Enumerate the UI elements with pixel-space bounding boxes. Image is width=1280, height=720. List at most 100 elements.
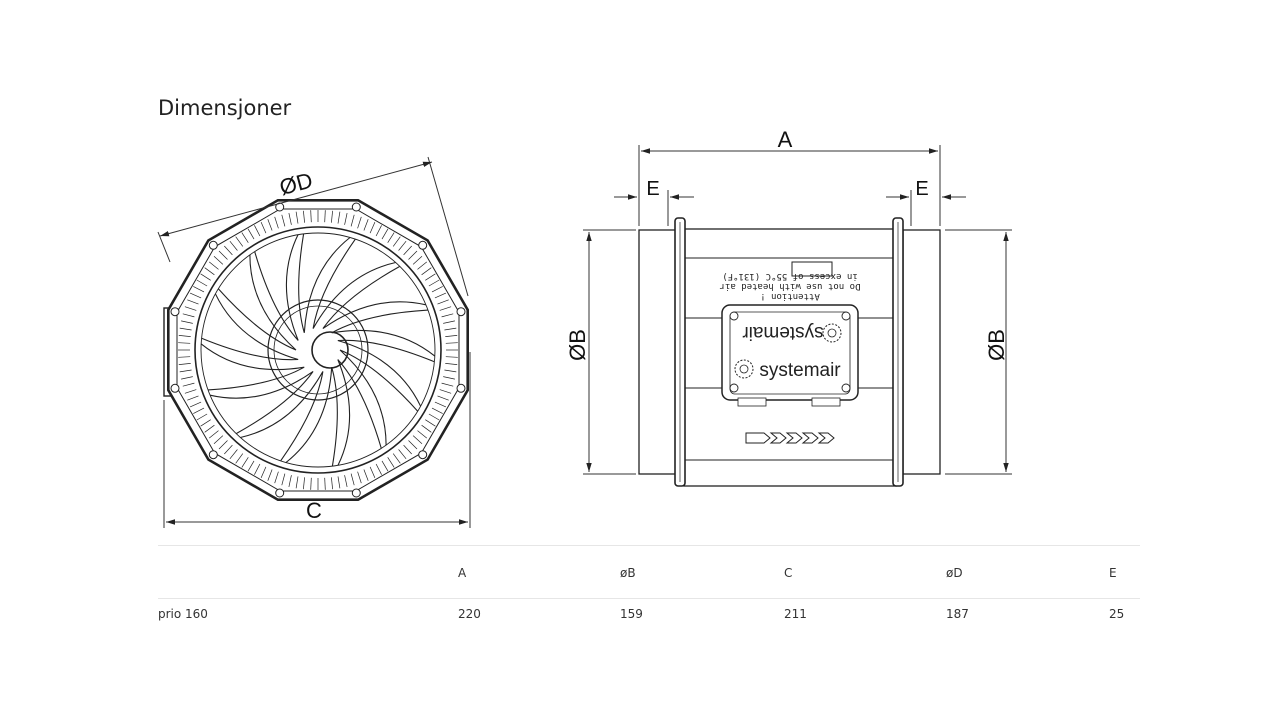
rim-tick bbox=[434, 292, 447, 299]
front-dimension-lines bbox=[157, 156, 471, 528]
rim-tick bbox=[310, 477, 312, 490]
bolt bbox=[456, 383, 466, 393]
rim-tick bbox=[357, 471, 362, 484]
rim-tick bbox=[398, 240, 407, 251]
rim-tick bbox=[363, 469, 369, 481]
rim-tick bbox=[189, 292, 202, 299]
fan-blade bbox=[312, 238, 396, 329]
rim-tick bbox=[408, 440, 418, 450]
rim-tick bbox=[178, 356, 191, 358]
rim-tick bbox=[443, 320, 455, 324]
fan-blade bbox=[331, 309, 436, 357]
rim-tick bbox=[204, 424, 215, 433]
bolt bbox=[418, 240, 428, 250]
bolt bbox=[170, 307, 180, 317]
rim-tick bbox=[403, 444, 412, 455]
rim-tick bbox=[213, 435, 224, 444]
rim-tick bbox=[184, 306, 197, 311]
table-header-e: E bbox=[1109, 566, 1117, 580]
rim-tick bbox=[193, 407, 205, 414]
rim-tick bbox=[288, 475, 292, 487]
fan-blade bbox=[201, 293, 299, 361]
rim-tick bbox=[387, 457, 395, 468]
rim-tick bbox=[189, 401, 202, 408]
rim-tick bbox=[324, 477, 326, 490]
rim-tick bbox=[434, 401, 447, 408]
rim-tick bbox=[196, 413, 208, 421]
rim-tick bbox=[229, 449, 238, 460]
table-cell-b: 159 bbox=[620, 607, 643, 621]
dimension-label-b-left: ØB bbox=[565, 329, 590, 361]
table-row-divider bbox=[158, 598, 1140, 599]
fan-blade bbox=[217, 254, 297, 351]
rim-tick bbox=[229, 240, 238, 251]
table-cell-a: 220 bbox=[458, 607, 481, 621]
rim-tick bbox=[247, 460, 255, 472]
rim-tick bbox=[444, 327, 457, 331]
rim-tick bbox=[224, 444, 233, 455]
fan-blade bbox=[240, 371, 324, 462]
rim-tick bbox=[437, 299, 449, 305]
rim-tick bbox=[235, 236, 244, 247]
rim-tick bbox=[437, 395, 449, 401]
warning-line-3: in excess of 55°C (131°F) bbox=[722, 271, 857, 281]
dimension-label-e-right: E bbox=[915, 178, 928, 200]
rim-tick bbox=[218, 440, 228, 450]
rim-tick bbox=[428, 279, 440, 287]
fan-blade bbox=[339, 349, 419, 446]
rim-tick bbox=[428, 413, 440, 421]
table-cell-e: 25 bbox=[1109, 607, 1125, 621]
dimension-label-a: A bbox=[778, 127, 793, 152]
rim-tick bbox=[178, 363, 191, 365]
fan-blade bbox=[322, 265, 427, 330]
rim-tick bbox=[208, 261, 219, 270]
rim-tick bbox=[337, 476, 341, 489]
table-cell-c: 211 bbox=[784, 607, 807, 621]
rim-tick bbox=[381, 460, 389, 472]
bolt bbox=[208, 240, 218, 250]
rim-tick bbox=[350, 473, 355, 486]
rim-tick bbox=[179, 327, 192, 331]
fan-blade bbox=[254, 234, 299, 341]
side-dimension-lines bbox=[583, 145, 1012, 475]
rim-tick bbox=[421, 424, 432, 433]
rim-tick bbox=[445, 363, 458, 365]
rim-tick bbox=[392, 236, 401, 247]
fan-blade bbox=[337, 359, 382, 466]
rim-tick bbox=[439, 306, 452, 311]
bolt bbox=[351, 488, 361, 498]
front-view bbox=[163, 199, 470, 502]
rim-tick bbox=[398, 449, 407, 460]
dimension-label-e-left: E bbox=[646, 178, 659, 200]
warning-line-2: Do not use with heated air bbox=[719, 281, 860, 291]
rim-tick bbox=[431, 286, 443, 293]
rim-tick bbox=[344, 475, 348, 487]
brand-logo-inverted: systemair bbox=[742, 322, 824, 343]
rim-tick bbox=[425, 419, 436, 427]
rim-tick bbox=[439, 389, 452, 394]
fan-blade bbox=[285, 367, 338, 467]
table-top-rule bbox=[158, 545, 1140, 546]
rim-tick bbox=[187, 299, 199, 305]
rim-tick bbox=[181, 376, 193, 380]
rim-tick bbox=[218, 250, 228, 260]
bolt bbox=[456, 307, 466, 317]
rim-tick bbox=[417, 261, 428, 270]
rim-tick bbox=[421, 267, 432, 276]
rim-tick bbox=[375, 463, 382, 475]
rim-tick bbox=[303, 477, 305, 490]
rim-tick bbox=[208, 430, 219, 439]
rim-tick bbox=[200, 273, 211, 281]
dimension-label-b-right: ØB bbox=[984, 329, 1009, 361]
rim-tick bbox=[182, 382, 195, 387]
rim-tick bbox=[369, 466, 376, 479]
fan-blade bbox=[337, 339, 435, 407]
warning-label: Attention ! Do not use with heated air i… bbox=[719, 271, 860, 301]
rim-tick bbox=[392, 453, 401, 464]
rim-tick bbox=[412, 435, 423, 444]
fan-blade bbox=[298, 233, 351, 333]
rim-tick bbox=[441, 382, 454, 387]
warning-line-1: Attention ! bbox=[760, 291, 820, 301]
rim-tick bbox=[431, 407, 443, 414]
